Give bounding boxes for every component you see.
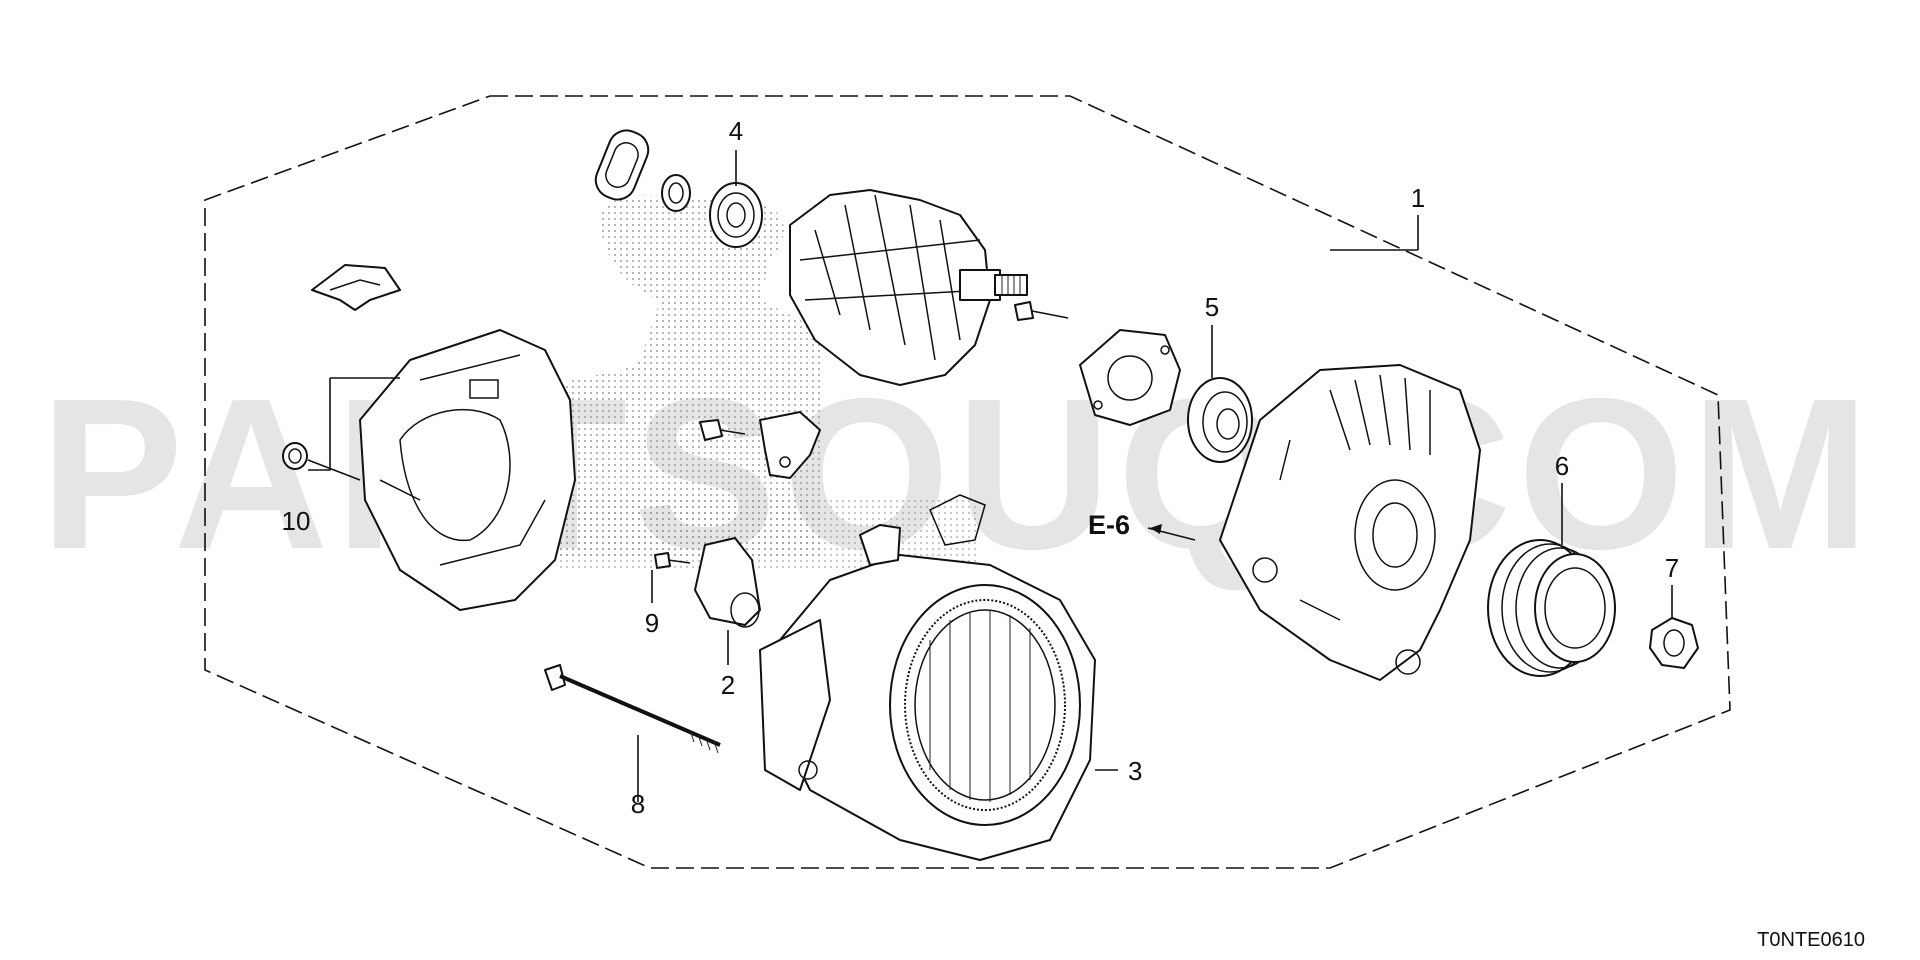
- callout-10: 10: [282, 506, 311, 536]
- washer: [661, 174, 691, 212]
- bracket: [759, 411, 821, 479]
- pulley-nut: [1649, 617, 1699, 669]
- front-bearing: [709, 182, 763, 248]
- callout-6: 6: [1555, 451, 1569, 481]
- rear-cover: [359, 329, 576, 611]
- callout-7: 7: [1665, 553, 1679, 583]
- front-housing: [1219, 364, 1481, 681]
- leader-10: [307, 377, 400, 481]
- bearing-retainer-bolt: [1014, 301, 1069, 321]
- rear-bearing: [1187, 377, 1253, 463]
- dotted-shading: [540, 195, 980, 570]
- callout-9: 9: [645, 608, 659, 638]
- callout-8: 8: [631, 789, 645, 819]
- insulator-cap: [311, 264, 401, 311]
- seal-ring: [594, 129, 650, 201]
- diagram-code: T0NTE0610: [1757, 929, 1865, 951]
- callout-2: 2: [721, 670, 735, 700]
- through-bolt: [544, 664, 721, 754]
- nut-part-10: [282, 442, 308, 470]
- terminal-insulator: [694, 537, 761, 628]
- rotor: [789, 189, 1028, 386]
- reference-label: E-6: [1088, 510, 1130, 540]
- assembly-boundary: [204, 95, 1731, 869]
- upper-bolt: [699, 419, 746, 441]
- bearing-retainer: [1079, 329, 1181, 426]
- callout-4: 4: [729, 116, 743, 146]
- callout-3: 3: [1128, 756, 1142, 786]
- callout-1: 1: [1411, 183, 1425, 213]
- stator: [759, 494, 1096, 861]
- leader-lines: [637, 150, 1673, 802]
- callout-5: 5: [1205, 292, 1219, 322]
- screw-part-9: [654, 552, 691, 569]
- pulley: [1487, 539, 1616, 677]
